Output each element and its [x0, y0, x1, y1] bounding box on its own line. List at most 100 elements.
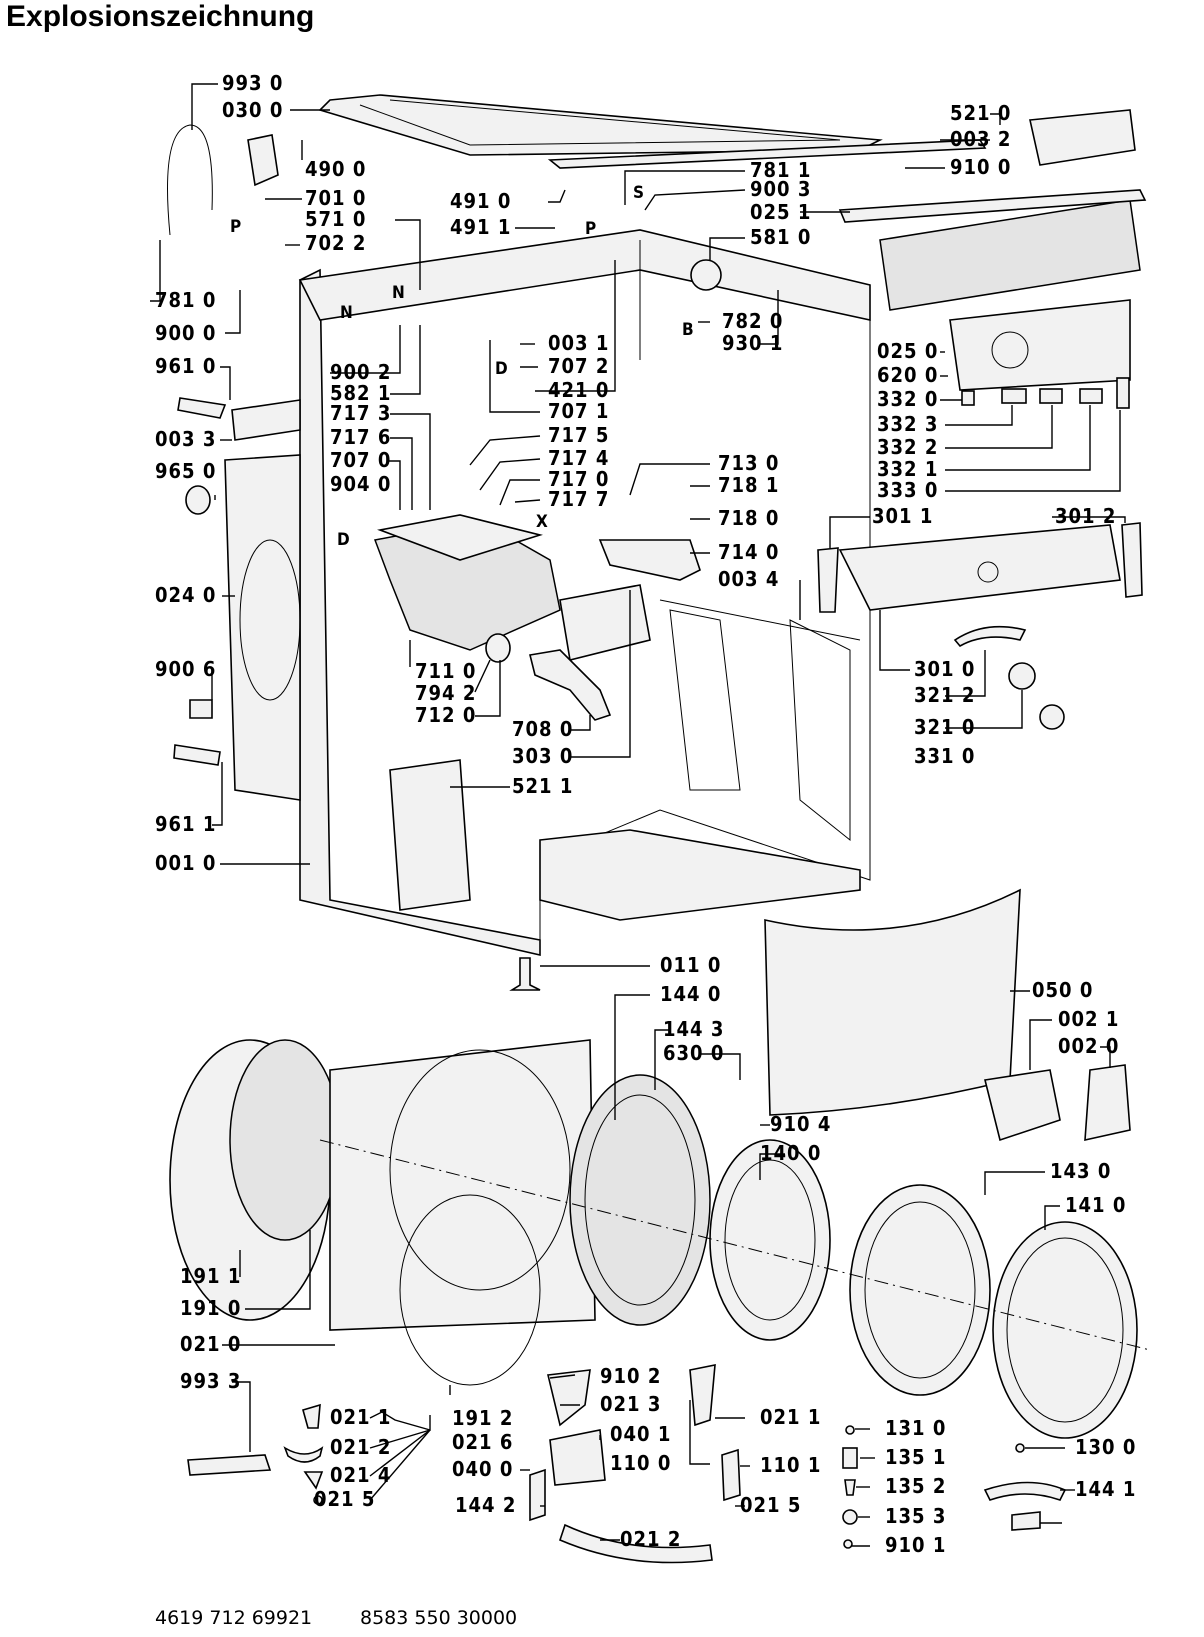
label-961-0: 961 0 [155, 354, 216, 378]
label-581-0: 581 0 [750, 225, 811, 249]
label-135-3: 910 1 [885, 1533, 946, 1557]
letter-p-left: P [230, 217, 242, 237]
leader-lines [150, 83, 1126, 1547]
label-490-0: 490 0 [305, 157, 366, 181]
label-712-0: 712 0 [415, 703, 476, 727]
label-021-4-center: 910 2 [600, 1364, 661, 1388]
label-003-2: 003 2 [950, 127, 1011, 151]
label-003-4: 003 4 [718, 567, 779, 591]
label-002-1: 002 1 [1058, 1007, 1119, 1031]
label-630-0: 630 0 [663, 1041, 724, 1065]
label-301-1: 301 1 [872, 504, 933, 528]
label-021-2-left: 021 2 [330, 1435, 391, 1459]
label-910-0: 910 0 [950, 155, 1011, 179]
label-491-1: 491 1 [450, 215, 511, 239]
screw-910-1 [1015, 1443, 1025, 1453]
label-707-2: 707 2 [548, 354, 609, 378]
label-718-0: 718 0 [718, 506, 779, 530]
label-910-2: 131 0 [885, 1416, 946, 1440]
fascia-endcap-left [817, 547, 839, 613]
label-003-3: 003 3 [155, 427, 216, 451]
label-900-3: 900 3 [750, 177, 811, 201]
label-331-0: 331 0 [914, 744, 975, 768]
hinge-110-1 [721, 1448, 741, 1502]
label-900-2: 900 2 [330, 360, 391, 384]
label-910-1: 130 0 [1075, 1435, 1136, 1459]
label-021-6: 021 6 [452, 1430, 513, 1454]
front-shell-021 [329, 1039, 596, 1331]
tool-993-3 [187, 1454, 272, 1476]
label-711-0: 711 0 [415, 659, 476, 683]
letter-s: S [633, 183, 645, 203]
fascia-endcap-right [1121, 522, 1143, 598]
label-714-0: 714 0 [718, 540, 779, 564]
label-191-1: 191 1 [180, 1264, 241, 1288]
label-143-0: 143 0 [1050, 1159, 1111, 1183]
label-708-0: 708 0 [512, 717, 573, 741]
part-labels: 993 0 030 0 490 0 701 0 571 0 702 2 781 … [155, 71, 1136, 1557]
label-021-5-left: 021 5 [314, 1487, 375, 1511]
lock-144-1 [1011, 1511, 1041, 1531]
front-shell-opening [389, 1049, 571, 1291]
knob-331-0 [1039, 704, 1065, 730]
label-718-1: 718 1 [718, 473, 779, 497]
label-135-2: 135 3 [885, 1504, 946, 1528]
label-191-0: 191 0 [180, 1296, 241, 1320]
label-717-4: 717 4 [548, 446, 609, 470]
label-025-0: 025 0 [877, 339, 938, 363]
label-303-0: 303 0 [512, 744, 573, 768]
control-fascia [838, 524, 1121, 611]
letter-n-lower: N [340, 303, 354, 323]
label-332-0: 332 0 [877, 387, 938, 411]
label-003-1: 003 1 [548, 331, 609, 355]
parts-group [167, 94, 1151, 1564]
hinge-110-0 [529, 1468, 546, 1522]
label-582-1: 582 1 [330, 381, 391, 405]
label-001-0: 001 0 [155, 851, 216, 875]
label-701-0: 701 0 [305, 186, 366, 210]
label-900-0: 900 0 [155, 321, 216, 345]
label-993-3: 993 3 [180, 1369, 241, 1393]
hinge-021-3 [549, 1429, 606, 1486]
item-021-5-left [313, 1495, 323, 1505]
letter-x: X [536, 512, 549, 532]
label-321-0: 321 0 [914, 715, 975, 739]
label-707-1: 707 1 [548, 399, 609, 423]
label-040-0: 040 0 [452, 1457, 513, 1481]
label-191-2: 191 2 [452, 1406, 513, 1430]
footer-doc-code: 4619 712 69921 [155, 1607, 313, 1629]
control-panel-frame [879, 199, 1141, 311]
label-707-0: 707 0 [330, 448, 391, 472]
electronics-module [949, 299, 1131, 391]
label-782-0: 782 0 [722, 309, 783, 333]
hose-993-0 [167, 124, 213, 236]
label-794-2: 794 2 [415, 681, 476, 705]
label-717-3: 717 3 [330, 401, 391, 425]
cabinet-back-rails [669, 609, 851, 842]
label-332-2: 332 2 [877, 435, 938, 459]
label-110-1: 110 1 [760, 1453, 821, 1477]
hinge-021-1-right [689, 1364, 716, 1427]
label-961-1: 961 1 [155, 812, 216, 836]
screw-910-2 [845, 1425, 855, 1435]
knob-ring-321-0 [1008, 662, 1036, 690]
footer-part-number: 8583 550 30000 [360, 1607, 518, 1629]
damper-961-1 [173, 744, 221, 766]
letter-d-upper: D [495, 359, 509, 379]
knob-trim-321-2 [953, 625, 1027, 648]
button-332-3 [1001, 388, 1027, 404]
label-333-0: 333 0 [877, 478, 938, 502]
pin-135-1 [844, 1479, 856, 1496]
door-gasket-191-2 [399, 1194, 541, 1386]
button-332-2 [1039, 388, 1063, 404]
label-521-1: 521 1 [512, 774, 573, 798]
label-030-0: 030 0 [222, 98, 283, 122]
clip-900-6 [189, 699, 213, 719]
label-050-0: 050 0 [1032, 978, 1093, 1002]
label-301-0: 301 0 [914, 657, 975, 681]
hose-708 [529, 649, 612, 721]
label-135-1: 135 2 [885, 1474, 946, 1498]
damper-961-0 [177, 397, 227, 419]
top-cover [318, 94, 883, 156]
